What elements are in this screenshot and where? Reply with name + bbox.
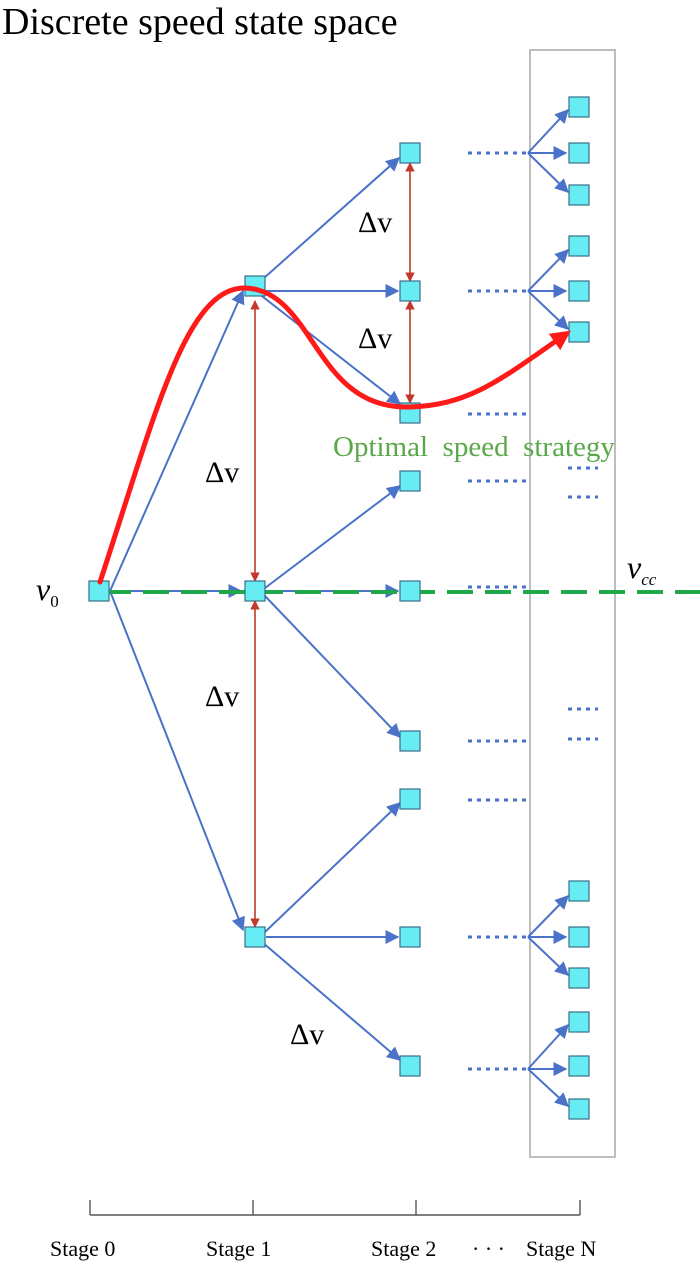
state-node bbox=[568, 967, 590, 989]
state-node bbox=[568, 926, 590, 948]
state-node bbox=[568, 142, 590, 164]
state-node bbox=[244, 926, 266, 948]
stage-axis bbox=[89, 1200, 581, 1216]
diagram-title: Discrete speed state space bbox=[2, 1, 398, 43]
stage-ellipsis: · · · bbox=[472, 1236, 505, 1261]
state-node bbox=[568, 880, 590, 902]
state-node bbox=[568, 184, 590, 206]
delta-v-label: Δv bbox=[358, 322, 392, 355]
state-node bbox=[399, 470, 421, 492]
ellipsis-dots bbox=[468, 151, 598, 1071]
stage-1-label: Stage 1 bbox=[206, 1236, 271, 1261]
delta-v-label: Δv bbox=[205, 456, 239, 489]
state-node bbox=[568, 96, 590, 118]
delta-v-arrows bbox=[250, 162, 415, 928]
delta-v-label: Δv bbox=[205, 680, 239, 713]
state-node bbox=[568, 321, 590, 343]
state-node bbox=[399, 142, 421, 164]
state-node bbox=[244, 580, 266, 602]
state-node bbox=[399, 926, 421, 948]
optimal-speed-path bbox=[97, 285, 571, 585]
state-node bbox=[568, 1098, 590, 1120]
stage-n-label: Stage N bbox=[526, 1236, 596, 1261]
state-node bbox=[399, 280, 421, 302]
stage-2-nodes bbox=[399, 142, 421, 1077]
state-node bbox=[568, 1055, 590, 1077]
vcc-label: vcc bbox=[627, 549, 657, 589]
delta-v-label: Δv bbox=[358, 206, 392, 239]
stage-0-label: Stage 0 bbox=[50, 1236, 115, 1261]
stage-2-label: Stage 2 bbox=[371, 1236, 436, 1261]
state-node bbox=[399, 1055, 421, 1077]
edges-stage1-stage2 bbox=[254, 157, 402, 1061]
state-node bbox=[399, 788, 421, 810]
edges-stage0-stage1 bbox=[109, 289, 245, 932]
edges-to-stage-n bbox=[527, 108, 570, 1107]
optimal-strategy-label: Optimal speed strategy bbox=[333, 431, 615, 463]
delta-v-label: Δv bbox=[290, 1018, 324, 1051]
state-node bbox=[568, 280, 590, 302]
stage-n-box bbox=[529, 49, 616, 1158]
state-node bbox=[399, 580, 421, 602]
v0-label: v0 bbox=[36, 571, 59, 611]
stage-n-nodes bbox=[568, 96, 590, 1120]
state-node bbox=[568, 1011, 590, 1033]
state-node bbox=[568, 235, 590, 257]
state-node bbox=[399, 730, 421, 752]
